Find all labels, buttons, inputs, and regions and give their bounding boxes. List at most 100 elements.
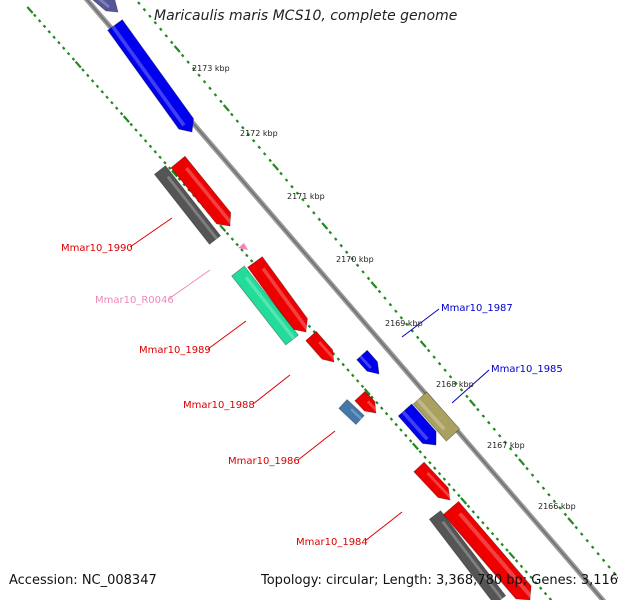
minor-tick	[534, 580, 538, 585]
minor-tick	[443, 368, 447, 372]
minor-tick	[219, 99, 223, 104]
gene-box-mmar10-r0046-shine	[244, 276, 296, 340]
gene-label: Mmar10_1988	[183, 400, 255, 411]
major-tick	[567, 517, 575, 525]
map-title: Maricaulis maris MCS10, complete genome	[154, 8, 458, 24]
minor-tick	[375, 400, 379, 405]
minor-tick	[377, 289, 382, 294]
minor-tick	[202, 80, 207, 84]
minor-tick	[279, 171, 283, 176]
minor-tick	[596, 552, 600, 556]
minor-tick	[514, 453, 518, 458]
major-tick	[122, 115, 130, 123]
leader-line	[401, 308, 440, 338]
minor-tick	[399, 428, 403, 432]
minor-tick	[61, 46, 66, 50]
minor-tick	[86, 73, 90, 78]
minor-tick	[129, 122, 133, 127]
gene-arrow-mmar10-1990-shine	[185, 166, 234, 226]
minor-tick	[418, 450, 423, 454]
minor-tick	[503, 440, 507, 445]
minor-tick	[563, 512, 568, 517]
minor-tick	[187, 188, 191, 192]
minor-tick	[341, 362, 345, 367]
gene-box-mmar10-r0046	[231, 265, 299, 346]
minor-tick	[139, 133, 143, 138]
minor-tick	[312, 330, 317, 334]
minor-tick	[90, 79, 95, 83]
major-tick	[272, 163, 280, 171]
gene-arrow-blue-2	[356, 349, 380, 375]
major-tick	[468, 399, 476, 407]
minor-tick	[268, 158, 272, 163]
minor-tick	[394, 422, 398, 427]
major-tick	[508, 551, 516, 560]
minor-tick	[208, 86, 212, 91]
minor-tick	[536, 479, 540, 484]
minor-tick	[432, 355, 436, 359]
minor-tick	[180, 53, 185, 58]
gene-box-gray-1-shine	[166, 175, 218, 240]
minor-tick	[105, 95, 109, 100]
major-tick	[363, 388, 371, 396]
minor-tick	[110, 100, 114, 105]
minor-tick	[246, 132, 251, 136]
minor-tick	[585, 538, 589, 543]
accession-text: Accession: NC_008347	[9, 573, 157, 588]
minor-tick	[384, 411, 389, 416]
gene-features	[92, 0, 534, 600]
minor-tick	[547, 493, 551, 497]
minor-tick	[240, 248, 244, 252]
minor-tick	[169, 40, 174, 45]
gene-arrow-mmar10-1986	[354, 390, 377, 414]
minor-tick	[158, 155, 162, 160]
minor-tick	[163, 160, 167, 165]
minor-tick	[134, 128, 138, 132]
minor-tick	[164, 34, 169, 38]
minor-tick	[191, 66, 196, 71]
minor-tick	[317, 217, 322, 222]
minor-tick	[328, 230, 333, 235]
minor-tick	[366, 276, 371, 281]
leader-line	[451, 369, 490, 404]
minor-tick	[306, 204, 311, 209]
minor-tick	[197, 73, 201, 77]
minor-tick	[290, 184, 294, 189]
gene-arrow-blue-1-shine	[111, 25, 186, 127]
minor-tick	[245, 253, 249, 258]
minor-tick	[457, 493, 461, 498]
gene-arrow-red-bottom-shine	[458, 512, 534, 600]
minor-tick	[389, 417, 394, 421]
minor-tick	[137, 1, 141, 5]
minor-tick	[71, 57, 76, 61]
minor-tick	[452, 488, 456, 492]
minor-tick	[186, 60, 190, 64]
minor-tick	[432, 466, 437, 470]
gene-arrow-mmar10-1989	[247, 256, 308, 333]
minor-tick	[485, 526, 490, 530]
minor-tick	[361, 270, 365, 274]
minor-tick	[495, 537, 500, 541]
major-tick	[26, 6, 34, 14]
minor-tick	[574, 525, 579, 530]
minor-tick	[100, 90, 105, 94]
minor-tick	[230, 112, 234, 117]
minor-tick	[142, 7, 147, 12]
minor-tick	[81, 68, 85, 72]
gene-arrow-blue-1	[107, 19, 194, 133]
minor-tick	[225, 231, 230, 236]
minor-tick	[497, 434, 502, 438]
gene-label: Mmar10_1985	[491, 364, 563, 375]
minor-tick	[538, 586, 543, 590]
minor-tick	[525, 466, 529, 471]
scale-label: 2166 kbp	[538, 502, 576, 511]
minor-tick	[466, 504, 471, 509]
minor-tick	[552, 499, 557, 504]
minor-tick	[448, 375, 453, 379]
minor-tick	[143, 139, 148, 143]
minor-tick	[42, 24, 47, 29]
minor-tick	[399, 316, 404, 320]
minor-tick	[607, 565, 611, 569]
minor-tick	[490, 531, 495, 536]
minor-tick	[543, 591, 548, 596]
